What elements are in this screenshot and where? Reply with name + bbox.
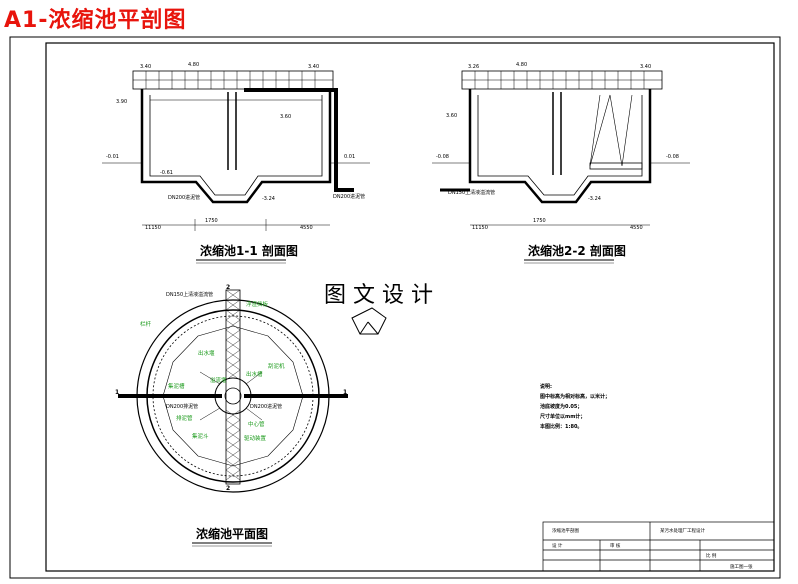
elev-2-b: 4.80 bbox=[516, 62, 527, 68]
dim-2-b: 1750 bbox=[533, 218, 546, 224]
tb-drawing: 浓缩池平剖图 bbox=[552, 527, 579, 534]
plan-label-inlet-pipe: DN200进泥管 bbox=[250, 403, 282, 410]
green-label-trough: 集泥槽 bbox=[168, 382, 185, 390]
label-pipe-2: DN150上清液溢流管 bbox=[448, 189, 495, 196]
green-label-drain: 排泥管 bbox=[176, 414, 193, 422]
plan-top-label: DN150上清液溢流管 bbox=[166, 291, 213, 298]
scraper-truss bbox=[589, 94, 633, 167]
dim-1-a: 11150 bbox=[145, 225, 161, 231]
elev-2-f: -0.08 bbox=[666, 154, 679, 160]
tb-project: 某污水处理厂工程设计 bbox=[660, 527, 705, 534]
tb-scale: 比 例 bbox=[706, 552, 717, 559]
section-mark-left: 1 bbox=[115, 389, 119, 396]
notes-heading: 说明: bbox=[540, 383, 552, 390]
tb-designer: 设 计 bbox=[552, 542, 563, 549]
elev-1-g: 0.01 bbox=[344, 154, 355, 160]
tank-wall-2 bbox=[468, 89, 652, 204]
notes-line-4: 本图比例：1:80。 bbox=[539, 423, 582, 430]
elev-1-i: -3.24 bbox=[262, 196, 275, 202]
title-block bbox=[542, 521, 775, 572]
section-mark-top: 2 bbox=[226, 284, 230, 291]
notes-line-2: 池底坡度为0.05； bbox=[540, 403, 582, 410]
outer-border bbox=[9, 36, 781, 579]
plan-label-drain-pipe: DN200排泥管 bbox=[166, 403, 198, 410]
green-label-drive: 驱动装置 bbox=[244, 434, 267, 442]
elev-1-b: 4.80 bbox=[188, 62, 199, 68]
notes-line-3: 尺寸单位以mm计； bbox=[540, 413, 585, 420]
page-title: A1-浓缩池平剖图 bbox=[4, 8, 187, 33]
elev-1-d: 3.90 bbox=[116, 99, 127, 105]
green-label-overflow: 溢流堰 bbox=[210, 376, 227, 384]
green-label-center: 中心管 bbox=[248, 420, 265, 428]
dim-1-b: 1750 bbox=[205, 218, 218, 224]
section-1-1-title: 浓缩池1-1 剖面图 bbox=[200, 243, 298, 258]
green-label-weir: 出水堰 bbox=[198, 349, 215, 357]
plan-view bbox=[118, 289, 348, 493]
elev-2-c: 3.40 bbox=[640, 64, 651, 70]
elev-2-d: 3.60 bbox=[446, 113, 457, 119]
section-mark-right: 1 bbox=[343, 389, 347, 396]
notes-line-1: 图中标高为相对标高，以米计； bbox=[540, 393, 610, 400]
label-inlet-1: DN200进泥管 bbox=[168, 194, 200, 201]
weir-polygon bbox=[162, 325, 304, 467]
elev-1-e: 3.60 bbox=[280, 114, 291, 120]
elev-2-e: -0.08 bbox=[436, 154, 449, 160]
elev-2-a: 3.26 bbox=[468, 64, 479, 70]
green-label-scraper: 刮泥机 bbox=[268, 362, 285, 370]
elev-1-h: -0.61 bbox=[160, 170, 173, 176]
section-2-2-title: 浓缩池2-2 剖面图 bbox=[528, 243, 626, 258]
inner-border bbox=[45, 42, 775, 572]
outlet-pipe-1 bbox=[244, 88, 354, 192]
section-mark-bottom: 2 bbox=[226, 485, 230, 492]
watermark-text: 图 文 设 计 bbox=[324, 283, 433, 308]
elev-2-g: -3.24 bbox=[588, 196, 601, 202]
green-label-hopper: 集泥斗 bbox=[192, 432, 209, 440]
dim-2-c: 4550 bbox=[630, 225, 643, 231]
dim-2-a: 11150 bbox=[472, 225, 488, 231]
tank-wall-1 bbox=[140, 89, 332, 204]
elev-1-c: 3.40 bbox=[308, 64, 319, 70]
tb-number: 施工图一张 bbox=[730, 563, 753, 570]
section-2-2 bbox=[432, 70, 690, 226]
green-label-scum: 浮渣挡板 bbox=[246, 300, 269, 308]
elev-1-a: 3.40 bbox=[140, 64, 151, 70]
tb-checker: 审 核 bbox=[610, 542, 621, 549]
green-label-outlet: 出水槽 bbox=[246, 370, 263, 378]
section-1-1 bbox=[102, 70, 370, 231]
vertical-walkway bbox=[225, 289, 241, 485]
dim-1-c: 4550 bbox=[300, 225, 313, 231]
label-outlet-1: DN200进泥管 bbox=[333, 193, 365, 200]
green-label-railing: 栏杆 bbox=[140, 320, 152, 328]
plan-title: 浓缩池平面图 bbox=[196, 526, 268, 541]
watermark-logo bbox=[351, 307, 387, 335]
notes-block: 说明: 图中标高为相对标高，以米计； 池底坡度为0.05； 尺寸单位以mm计； … bbox=[539, 383, 610, 430]
elev-1-f: -0.01 bbox=[106, 154, 119, 160]
